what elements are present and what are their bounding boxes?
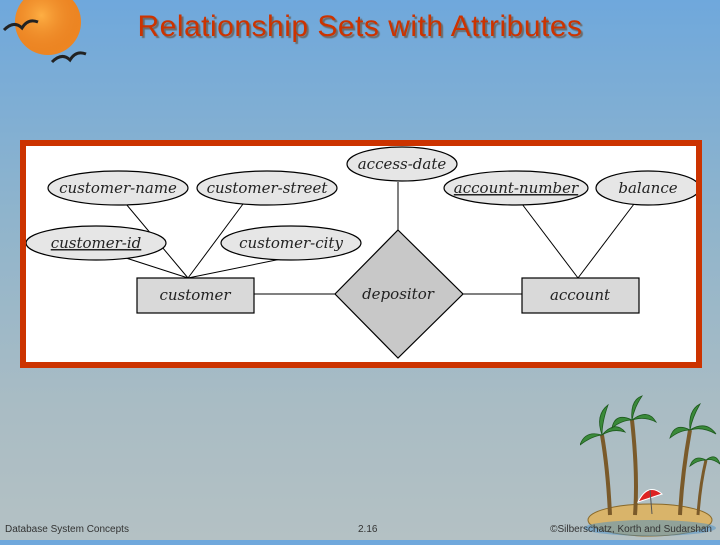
- attr-customer-city: customer-city: [220, 225, 362, 261]
- attr-customer-id-label: customer-id: [51, 234, 142, 252]
- entity-customer: customer: [136, 277, 255, 314]
- connector-lines: [125, 182, 635, 295]
- entity-customer-label: customer: [159, 286, 231, 304]
- relationship-depositor-label: depositor: [362, 285, 435, 303]
- er-diagram-frame: customer-name customer-street customer-i…: [20, 140, 702, 368]
- footer-copyright: ©Silberschatz, Korth and Sudarshan: [550, 524, 712, 535]
- attr-access-date: access-date: [346, 146, 458, 182]
- er-diagram: customer-name customer-street customer-i…: [26, 146, 696, 362]
- footer-slide-number: 2.16: [358, 524, 378, 535]
- entity-account-label: account: [550, 286, 611, 304]
- attr-customer-name-label: customer-name: [59, 179, 177, 197]
- attr-customer-street: customer-street: [196, 170, 338, 206]
- logo-sun-birds-icon: [0, 0, 110, 80]
- attr-access-date-label: access-date: [358, 155, 447, 173]
- footer-course-name: Database System Concepts: [5, 524, 129, 535]
- attr-balance: balance: [595, 170, 696, 206]
- attr-account-number: account-number: [443, 170, 589, 206]
- palm-island-icon: [579, 390, 720, 540]
- attr-customer-name: customer-name: [47, 170, 189, 206]
- page-title: Relationship Sets with Attributes: [137, 10, 583, 43]
- attr-customer-id: customer-id: [26, 225, 167, 261]
- attr-account-number-label: account-number: [454, 179, 579, 197]
- attr-customer-city-label: customer-city: [239, 234, 343, 252]
- attr-customer-street-label: customer-street: [207, 179, 329, 197]
- entity-account: account: [521, 277, 640, 314]
- relationship-depositor: depositor: [334, 229, 464, 359]
- attr-balance-label: balance: [618, 179, 677, 197]
